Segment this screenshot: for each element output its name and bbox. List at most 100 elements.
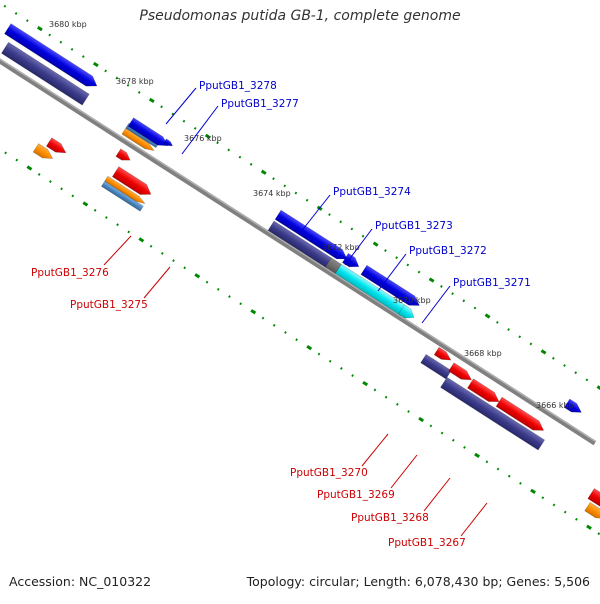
gene-label-3270[interactable]: PputGB1_3270 bbox=[290, 467, 368, 479]
gene-blue-3266[interactable] bbox=[563, 398, 584, 417]
gene-purple-3269[interactable] bbox=[440, 376, 546, 451]
gene-label-3277[interactable]: PputGB1_3277 bbox=[221, 98, 299, 110]
gene-label-3276[interactable]: PputGB1_3276 bbox=[31, 267, 109, 279]
tick-mark bbox=[172, 259, 175, 263]
gene-blue-3272b[interactable] bbox=[360, 264, 422, 310]
kbp-label-3680: 3680 kbp bbox=[49, 20, 87, 29]
tick-mark bbox=[137, 91, 141, 94]
gene-blue-3277[interactable] bbox=[127, 117, 170, 150]
kbp-label-3672: 3672 kbp bbox=[322, 243, 360, 252]
tick-mark bbox=[216, 141, 219, 145]
tick-mark bbox=[440, 431, 444, 435]
gene-label-3278[interactable]: PputGB1_3278 bbox=[199, 80, 277, 92]
tick-mark bbox=[417, 270, 421, 274]
tick-mark bbox=[104, 216, 108, 219]
tick-mark bbox=[519, 481, 522, 485]
kbp-label-3670: 3670 kbp bbox=[393, 296, 431, 305]
tick-mark bbox=[126, 83, 130, 87]
gene-label-3267[interactable]: PputGB1_3267 bbox=[388, 537, 466, 549]
tick-mark bbox=[362, 380, 369, 387]
tick-mark bbox=[48, 33, 52, 37]
gene-steel-3275[interactable] bbox=[101, 180, 144, 212]
gene-purple-3280[interactable] bbox=[1, 41, 90, 106]
gene-red-3267[interactable] bbox=[495, 396, 547, 435]
tick-marks-outer bbox=[3, 4, 600, 391]
kbp-label-3674: 3674 kbp bbox=[253, 189, 291, 198]
gene-blue-small[interactable] bbox=[163, 138, 174, 148]
tick-mark bbox=[597, 532, 600, 536]
tick-mark bbox=[14, 12, 18, 15]
tick-mark bbox=[295, 338, 298, 342]
tick-mark bbox=[574, 371, 578, 375]
tick-mark bbox=[204, 133, 211, 139]
tick-mark bbox=[541, 496, 545, 500]
leader-3273 bbox=[344, 228, 373, 266]
gene-red-3270[interactable] bbox=[433, 346, 453, 364]
tick-mark bbox=[260, 169, 267, 175]
leader-3267 bbox=[460, 502, 488, 537]
gene-label-3273[interactable]: PputGB1_3273 bbox=[375, 220, 453, 232]
gene-blue-3280b[interactable] bbox=[4, 23, 100, 91]
tick-mark bbox=[328, 213, 331, 217]
tick-mark bbox=[193, 126, 197, 130]
gene-label-3269[interactable]: PputGB1_3269 bbox=[317, 489, 395, 501]
tick-mark bbox=[160, 105, 163, 109]
gene-label-3271[interactable]: PputGB1_3271 bbox=[453, 277, 531, 289]
tick-mark bbox=[518, 335, 522, 339]
gene-red-3268[interactable] bbox=[467, 378, 502, 407]
tick-mark bbox=[418, 416, 425, 423]
gene-orange-3265[interactable] bbox=[584, 502, 600, 522]
gene-red-3269b[interactable] bbox=[448, 362, 475, 384]
gene-name-labels: PputGB1_3278 PputGB1_3277 PputGB1_3274 P… bbox=[31, 80, 531, 549]
gene-red-left[interactable] bbox=[45, 137, 68, 157]
leader-3276 bbox=[103, 235, 132, 266]
tick-mark bbox=[160, 252, 164, 255]
gene-cyan-3271[interactable] bbox=[398, 304, 417, 322]
tick-mark bbox=[104, 69, 107, 73]
gene-orange-3275[interactable] bbox=[104, 175, 147, 206]
tick-mark bbox=[451, 292, 454, 296]
gene-blue-3274b[interactable] bbox=[274, 209, 350, 264]
tick-mark bbox=[507, 328, 510, 331]
gene-red-3276[interactable] bbox=[115, 148, 133, 164]
tick-mark bbox=[496, 320, 499, 324]
tick-mark bbox=[4, 151, 7, 155]
tick-mark bbox=[306, 345, 313, 351]
genome-summary-text: Topology: circular; Length: 6,078,430 bp… bbox=[246, 574, 590, 589]
tick-mark bbox=[49, 180, 52, 184]
gene-label-3268[interactable]: PputGB1_3268 bbox=[351, 512, 429, 524]
tick-mark bbox=[428, 277, 435, 283]
tick-mark bbox=[407, 410, 410, 413]
tick-mark bbox=[205, 280, 209, 284]
tick-mark bbox=[563, 510, 567, 514]
gene-label-3274[interactable]: PputGB1_3274 bbox=[333, 186, 411, 198]
tick-mark bbox=[530, 488, 536, 494]
tick-mark bbox=[183, 266, 187, 270]
tick-mark bbox=[350, 227, 354, 231]
tick-mark bbox=[148, 97, 155, 104]
tick-mark bbox=[585, 378, 589, 382]
tick-mark bbox=[194, 273, 201, 279]
tick-mark bbox=[429, 424, 433, 428]
gene-red-3265[interactable] bbox=[587, 488, 600, 512]
tick-mark bbox=[384, 395, 388, 399]
tick-mark bbox=[37, 173, 41, 176]
leader-3271 bbox=[421, 285, 451, 324]
tick-mark bbox=[551, 356, 555, 360]
leader-3269 bbox=[390, 454, 418, 489]
gene-orange-left[interactable] bbox=[32, 143, 55, 163]
tick-mark bbox=[440, 285, 443, 288]
gene-red-3276b[interactable] bbox=[111, 166, 154, 200]
tick-marks-inner bbox=[4, 151, 600, 536]
tick-mark bbox=[127, 230, 131, 234]
gene-label-3272[interactable]: PputGB1_3272 bbox=[409, 245, 487, 257]
map-title: Pseudomonas putida GB-1, complete genome bbox=[139, 8, 461, 24]
gene-label-3275[interactable]: PputGB1_3275 bbox=[70, 299, 148, 311]
tick-mark bbox=[575, 517, 578, 521]
backbone-line bbox=[0, 30, 597, 446]
tick-mark bbox=[563, 364, 566, 367]
kbp-scale-labels: 3680 kbp 3678 kbp 3676 kbp 3674 kbp 3672… bbox=[49, 20, 574, 410]
leader-3274 bbox=[299, 194, 331, 234]
tick-mark bbox=[294, 191, 298, 195]
